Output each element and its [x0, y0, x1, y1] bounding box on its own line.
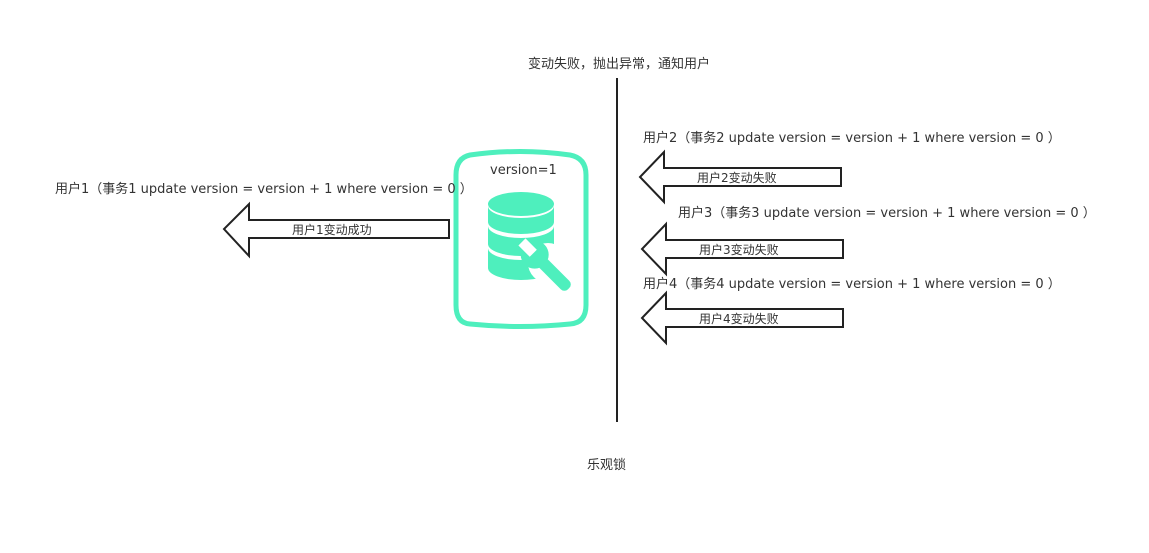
- arrow-user2: [638, 149, 842, 205]
- database-card: [453, 149, 589, 329]
- user3-result: 用户3变动失败: [699, 243, 779, 257]
- user2-statement: 用户2（事务2 update version = version + 1 whe…: [643, 131, 1061, 146]
- arrow-user1: [222, 201, 450, 259]
- user4-result: 用户4变动失败: [699, 312, 779, 326]
- user4-statement: 用户4（事务4 update version = version + 1 whe…: [643, 277, 1061, 292]
- arrow-user3: [640, 221, 844, 277]
- arrow-user4: [640, 290, 844, 346]
- user1-statement: 用户1（事务1 update version = version + 1 whe…: [55, 182, 473, 197]
- user1-result: 用户1变动成功: [292, 223, 372, 237]
- database-wrench-icon: [488, 192, 571, 291]
- user3-statement: 用户3（事务3 update version = version + 1 whe…: [678, 206, 1096, 221]
- diagram-caption: 乐观锁: [587, 458, 627, 473]
- user2-result: 用户2变动失败: [697, 171, 777, 185]
- exception-note: 变动失败，抛出异常，通知用户: [528, 57, 711, 72]
- version-label: version=1: [490, 163, 557, 178]
- database-card-border: [453, 149, 589, 329]
